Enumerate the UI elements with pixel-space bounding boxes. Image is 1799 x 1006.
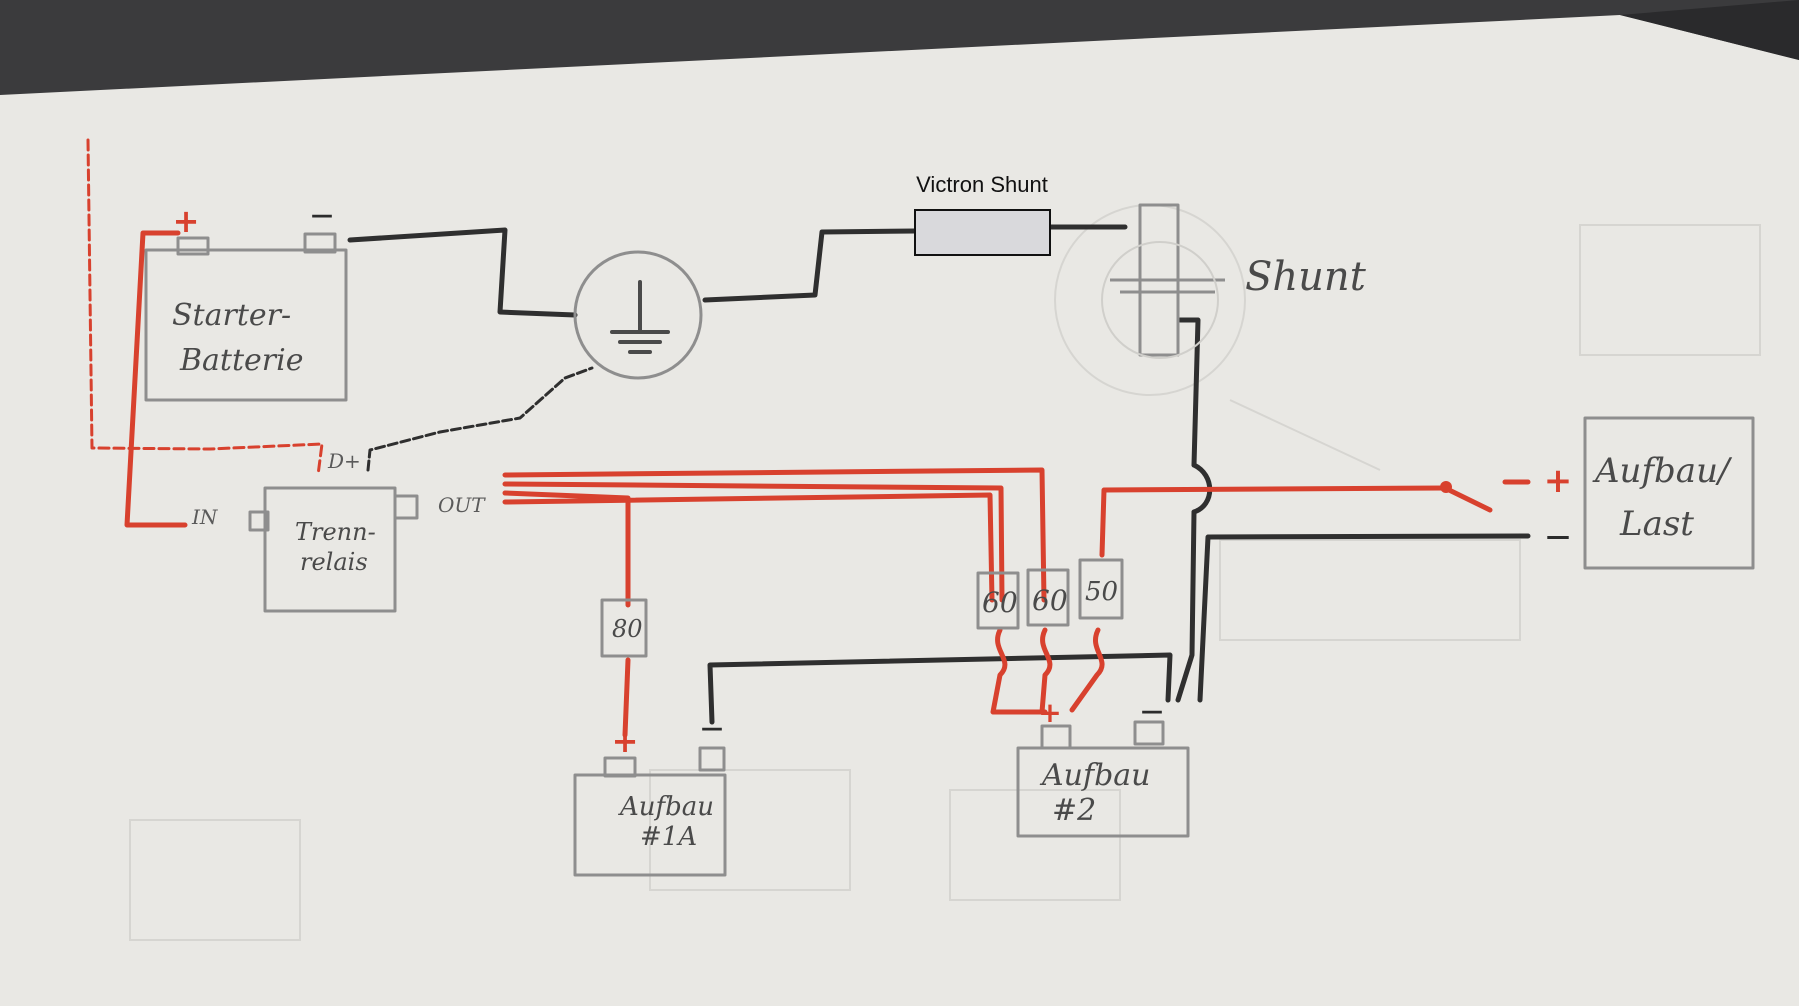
fuse-50-box [1078, 558, 1124, 620]
starter-battery-minus-post [303, 232, 337, 254]
starter-battery [144, 248, 348, 402]
wire-load-minus [1197, 533, 1531, 703]
wire-fuse60a-aufbau2 [990, 627, 1048, 715]
victron-shunt-box [914, 209, 1051, 256]
aufbau-2-battery [1016, 746, 1190, 838]
wire-load-plus [1442, 485, 1493, 513]
relay-in-terminal [248, 510, 270, 532]
ground-icon [610, 280, 670, 354]
aufbau-2-label-2: #2 [1052, 793, 1096, 828]
wire-fuse60b-aufbau2 [1039, 627, 1053, 715]
red-wires [86, 138, 1531, 738]
aufbau-1a-label-1: Aufbau [618, 792, 714, 822]
aufbau1a-minus-mark: — [701, 716, 723, 741]
components [144, 203, 1755, 877]
victron-shunt-label: Victron Shunt [916, 172, 1048, 197]
starter-minus-mark: — [311, 203, 333, 228]
wire-fuse80-aufbau1a [622, 657, 631, 738]
wire-out-bus-4 [502, 492, 995, 603]
black-wires [347, 224, 1531, 725]
relay-dplus-label: D+ [327, 449, 361, 473]
aufbau1a-plus-mark: + [612, 722, 639, 760]
fuse-60b-label: 60 [1032, 584, 1068, 617]
fuse-60a-box [976, 571, 1020, 630]
fuse-60b-box [1026, 568, 1070, 627]
wire-ground-shunt [702, 228, 918, 303]
wire-starter-plus [124, 230, 188, 528]
trennrelais-label-1: Trenn- [295, 518, 376, 546]
aufbau-1a-battery [573, 773, 727, 877]
load-label-2: Last [1619, 504, 1694, 544]
starter-battery-label-1: Starter- [172, 298, 291, 333]
wire-left-feed [86, 138, 324, 477]
switch-pivot [1440, 481, 1452, 493]
fuse-60a-label: 60 [982, 586, 1018, 619]
relay-in-label: IN [191, 505, 219, 529]
relay-out-terminal [393, 494, 419, 520]
ghost-sketches [129, 204, 1761, 941]
starter-battery-plus-post [176, 236, 210, 256]
wire-out-bus-1 [502, 467, 1047, 603]
aufbau-2-label-1: Aufbau [1039, 758, 1151, 793]
fuse-80-box [600, 598, 648, 658]
fuse-50-label: 50 [1085, 577, 1118, 607]
aufbau2-minus-mark: — [1141, 699, 1163, 724]
wire-fuse50-load [1099, 485, 1448, 558]
shunt-label: Shunt [1245, 254, 1367, 300]
starter-plus-mark: + [173, 202, 200, 240]
starter-battery-label-2: Batterie [179, 343, 304, 378]
wire-fuse50-aufbau2 [1069, 627, 1105, 713]
wire-dplus-ground [366, 366, 594, 472]
paper-shadow [1620, 0, 1799, 60]
ground-circle [573, 250, 703, 380]
trennrelais-label-2: relais [300, 548, 368, 576]
load-plus-mark: + [1544, 461, 1573, 501]
wire-shunt-to-aufbau2 [1175, 509, 1197, 703]
aufbau-1a-label-2: #1A [640, 822, 697, 852]
wire-shunt-down [1177, 317, 1201, 468]
load-label-1: Aufbau/ [1592, 451, 1733, 491]
aufbau2-plus-mark: + [1038, 696, 1061, 729]
load-minus-mark: — [1546, 522, 1570, 550]
load-box [1583, 416, 1755, 570]
wire-starter-minus-ground [347, 227, 578, 318]
wire-minus-bus [707, 652, 1173, 725]
trennrelais-box [263, 486, 397, 613]
paper-sheet [0, 15, 1799, 1006]
wire-out-bus-2 [502, 481, 1005, 603]
relay-out-label: OUT [438, 493, 486, 517]
fuse-80-label: 80 [612, 615, 643, 643]
